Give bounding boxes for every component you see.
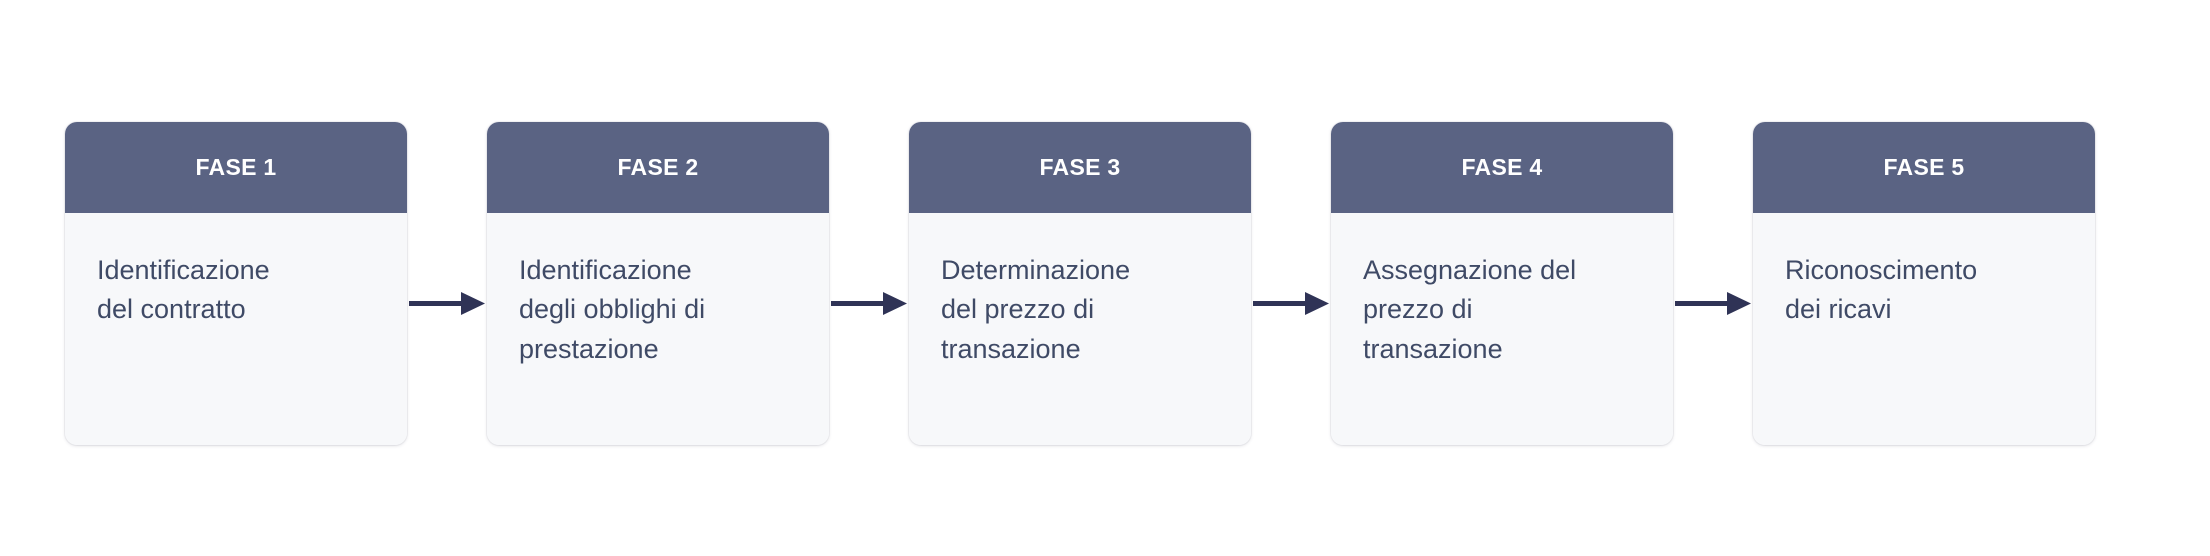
phase-body-text-4: Assegnazione del prezzo di transazione <box>1363 255 1577 364</box>
arrow-right-icon <box>409 292 485 315</box>
phase-body-2: Identificazione degli obblighi di presta… <box>487 213 829 445</box>
phase-header-label-5: FASE 5 <box>1883 154 1965 180</box>
phase-header-label-4: FASE 4 <box>1461 154 1543 180</box>
phase-header-label-3: FASE 3 <box>1039 154 1121 180</box>
phase-body-text-2: Identificazione degli obblighi di presta… <box>519 255 706 364</box>
phase-header-5: FASE 5 <box>1753 122 2095 213</box>
phase-body-text-5: Riconoscimento dei ricavi <box>1785 255 1978 325</box>
phase-body-text-3: Determinazione del prezzo di transazione <box>941 255 1131 364</box>
phase-card-1[interactable]: FASE 1 Identificazione del contratto <box>65 122 407 445</box>
phase-card-2[interactable]: FASE 2 Identificazione degli obblighi di… <box>487 122 829 445</box>
connector-4-to-5 <box>1673 122 1753 445</box>
phase-body-text-1: Identificazione del contratto <box>97 255 270 325</box>
phase-body-1: Identificazione del contratto <box>65 213 407 445</box>
phase-header-3: FASE 3 <box>909 122 1251 213</box>
phase-body-5: Riconoscimento dei ricavi <box>1753 213 2095 445</box>
phase-header-2: FASE 2 <box>487 122 829 213</box>
phase-header-4: FASE 4 <box>1331 122 1673 213</box>
phase-body-3: Determinazione del prezzo di transazione <box>909 213 1251 445</box>
arrow-right-icon <box>1675 292 1751 315</box>
arrow-right-icon <box>831 292 907 315</box>
connector-3-to-4 <box>1251 122 1331 445</box>
phase-header-1: FASE 1 <box>65 122 407 213</box>
connector-2-to-3 <box>829 122 909 445</box>
phase-body-4: Assegnazione del prezzo di transazione <box>1331 213 1673 445</box>
connector-1-to-2 <box>407 122 487 445</box>
phase-card-5[interactable]: FASE 5 Riconoscimento dei ricavi <box>1753 122 2095 445</box>
phase-row: FASE 1 Identificazione del contratto FAS… <box>65 122 2095 445</box>
phase-card-3[interactable]: FASE 3 Determinazione del prezzo di tran… <box>909 122 1251 445</box>
arrow-right-icon <box>1253 292 1329 315</box>
phase-card-4[interactable]: FASE 4 Assegnazione del prezzo di transa… <box>1331 122 1673 445</box>
phase-header-label-1: FASE 1 <box>195 154 277 180</box>
phase-header-label-2: FASE 2 <box>617 154 699 180</box>
